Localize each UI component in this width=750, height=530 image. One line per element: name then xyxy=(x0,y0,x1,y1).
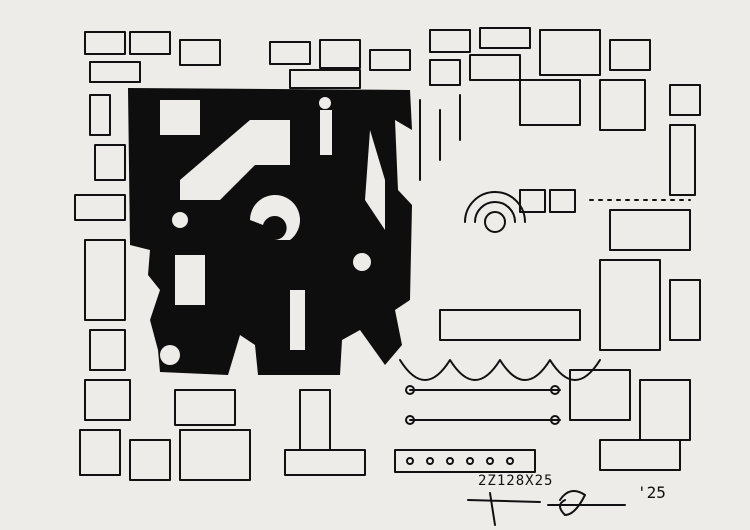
line-drawing xyxy=(74,27,701,481)
inscription-text: 2Z128X25 xyxy=(478,473,554,489)
black-cutout-shape xyxy=(128,88,412,375)
signature xyxy=(467,490,626,526)
date-text: '25 xyxy=(637,483,666,502)
